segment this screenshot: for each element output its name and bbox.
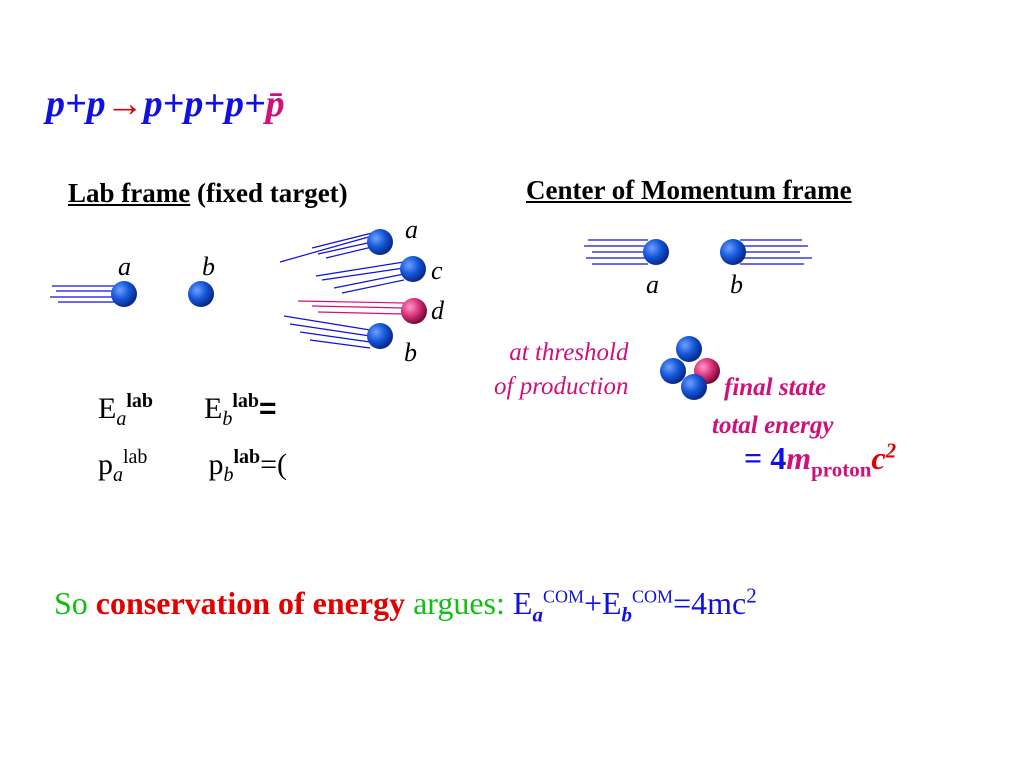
com-label-a: a: [646, 270, 659, 299]
lab-frame-heading: Lab frame (fixed target): [68, 178, 348, 209]
lab-motion-lines-out-a: [279, 232, 373, 263]
conclusion-tail: =4mc: [673, 585, 747, 621]
lab-E-sup-a: lab: [126, 392, 154, 412]
lab-p-b: p: [208, 448, 224, 481]
lab-label-b: b: [202, 252, 215, 281]
com-proton-a: [643, 239, 669, 265]
conclusion-E-a: E: [512, 585, 533, 621]
conclusion-sub-a: a: [532, 602, 543, 627]
lab-motion-lines-out-c: [315, 261, 405, 294]
reaction-p5: p: [224, 83, 244, 125]
lab-E-b: E: [204, 392, 223, 425]
energy-c: c: [871, 440, 886, 476]
lab-frame-heading-underlined: Lab frame: [68, 178, 191, 208]
final-state-line-1: final state: [724, 374, 827, 401]
lab-E-sub-a: a: [116, 408, 127, 426]
conclusion-exp: 2: [746, 583, 757, 608]
lab-proton-b: [188, 281, 214, 307]
lab-out-label-d: d: [431, 296, 444, 325]
conclusion-plus-E: +E: [583, 585, 622, 621]
lab-out-antiproton-d: [401, 298, 427, 324]
com-frame-heading: Center of Momentum frame: [526, 175, 852, 205]
lab-energy-row: Ealab Eblab=: [98, 392, 306, 426]
com-motion-lines-a: [584, 239, 648, 265]
lab-out-label-a: a: [405, 215, 418, 244]
lab-momentum-row: palab pblab=(: [98, 448, 308, 482]
com-label-b: b: [730, 270, 743, 299]
conclusion-emphasis: conservation of energy: [95, 585, 406, 621]
lab-out-proton-c: [400, 256, 426, 282]
lab-p-sub-a: a: [113, 464, 123, 482]
lab-out-proton-b: [367, 323, 393, 349]
energy-eq-prefix: = 4: [744, 440, 787, 476]
lab-p-sup-b: lab: [233, 448, 261, 468]
lab-E-sup-b: lab: [232, 392, 260, 412]
lab-p-sup-a: lab: [123, 448, 148, 468]
lab-out-label-c: c: [431, 256, 443, 285]
final-state-note: final state total energy: [712, 369, 834, 445]
conclusion-sup-com-b: COM: [632, 586, 674, 607]
reaction-p2: p: [86, 83, 106, 125]
conclusion-argues: argues:: [413, 585, 505, 621]
energy-exp: 2: [885, 438, 897, 463]
reaction-plus4: +: [243, 83, 266, 125]
reaction-plus2: +: [162, 83, 185, 125]
final-state-line-2: total energy: [712, 412, 834, 439]
lab-motion-lines-a: [50, 285, 116, 303]
cluster-proton-left: [660, 358, 686, 384]
com-motion-lines-b: [740, 239, 812, 265]
reaction-p1: p: [46, 83, 65, 125]
lab-p-eq: =(: [260, 448, 288, 481]
conclusion-sup-com-a: COM: [542, 586, 584, 607]
lab-E-a: E: [98, 392, 117, 425]
cluster-proton-top: [676, 336, 702, 362]
reaction-plus3: +: [203, 83, 225, 125]
conclusion-sub-b: b: [621, 602, 633, 627]
reaction-arrow-icon: →: [105, 83, 144, 125]
reaction-equation: p+p→p+p+p+p̄: [46, 82, 285, 126]
lab-frame-heading-rest: (fixed target): [190, 178, 348, 208]
energy-sub-proton: proton: [811, 457, 872, 482]
threshold-line-2: of production: [494, 373, 629, 400]
reaction-plus1: +: [65, 83, 87, 125]
lab-motion-lines-out-d: [297, 300, 405, 315]
lab-p-a: p: [98, 448, 113, 481]
lab-p-sub-b: b: [223, 464, 234, 482]
conclusion-so: So: [54, 585, 88, 621]
lab-label-a: a: [118, 252, 131, 281]
energy-m: m: [786, 440, 812, 476]
lab-proton-a: [111, 281, 137, 307]
conclusion-line: So conservation of energy argues: EaCOM+…: [54, 583, 757, 625]
cluster-proton-bottom: [681, 374, 707, 400]
com-proton-b: [720, 239, 746, 265]
reaction-p3: p: [143, 83, 163, 125]
lab-out-label-b: b: [404, 338, 417, 367]
lab-E-sub-b: b: [222, 408, 233, 426]
lab-out-proton-a: [367, 229, 393, 255]
lab-E-eq: =: [259, 392, 277, 425]
threshold-note: at threshold of production: [494, 336, 629, 404]
reaction-antiproton: p̄: [265, 83, 285, 125]
threshold-line-1: at threshold: [509, 339, 629, 366]
reaction-p4: p: [184, 83, 204, 125]
lab-motion-lines-out-b: [283, 315, 371, 349]
final-energy-equation: = 4mprotonc2: [744, 438, 897, 480]
